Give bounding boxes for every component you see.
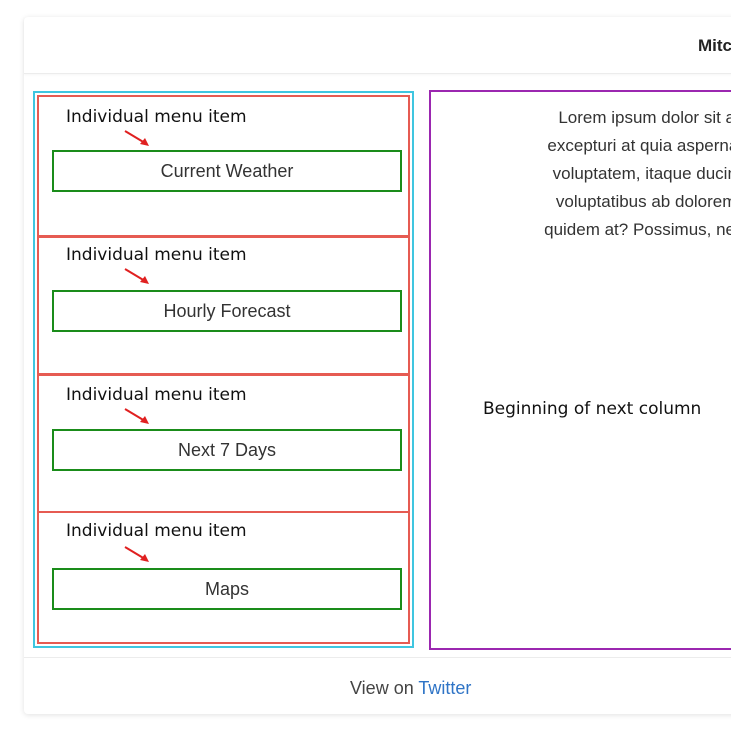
twitter-link[interactable]: Twitter xyxy=(418,678,472,698)
menu-item: Individual menu item Current Weather xyxy=(39,97,408,238)
lorem-line: quidem at? Possimus, necessitatib xyxy=(544,220,731,239)
lorem-paragraph: Lorem ipsum dolor sit amet cor excepturi… xyxy=(445,104,731,244)
card-footer: View on Twitter xyxy=(24,657,731,715)
footer-prefix: View on xyxy=(350,678,414,698)
annotation-label: Individual menu item xyxy=(66,385,247,405)
annotation-label: Individual menu item xyxy=(66,245,247,265)
lorem-line: voluptatem, itaque ducimus eum xyxy=(552,164,731,183)
menu-column: Individual menu item Current Weather Ind… xyxy=(33,91,414,648)
lorem-line: excepturi at quia aspernatur, nulla xyxy=(547,136,731,155)
lorem-line: Lorem ipsum dolor sit amet cor xyxy=(558,108,731,127)
arrow-icon xyxy=(124,268,149,284)
annotation-label: Individual menu item xyxy=(66,521,247,541)
menu-button-maps[interactable]: Maps xyxy=(52,568,402,610)
arrow-icon xyxy=(124,130,149,146)
menu-item: Individual menu item Maps xyxy=(39,513,408,646)
menu-item: Individual menu item Next 7 Days xyxy=(39,375,408,513)
content-column: Lorem ipsum dolor sit amet cor excepturi… xyxy=(429,90,731,650)
footer-text: View on Twitter xyxy=(350,678,471,699)
menu-button-current-weather[interactable]: Current Weather xyxy=(52,150,402,192)
arrow-icon xyxy=(124,408,149,424)
codepen-card: Mitc Individual menu item Current Weathe… xyxy=(24,17,731,714)
menu-button-hourly-forecast[interactable]: Hourly Forecast xyxy=(52,290,402,332)
next-column-annotation: Beginning of next column xyxy=(483,399,702,419)
menu-button-next-7-days[interactable]: Next 7 Days xyxy=(52,429,402,471)
annotation-label: Individual menu item xyxy=(66,107,247,127)
arrow-icon xyxy=(124,546,149,562)
page-title: Mitc xyxy=(698,36,731,55)
lorem-line: voluptatibus ab doloremque pra xyxy=(555,192,731,211)
card-header: Mitc xyxy=(24,17,731,74)
menu-item: Individual menu item Hourly Forecast xyxy=(39,235,408,376)
menu-list: Individual menu item Current Weather Ind… xyxy=(37,95,410,644)
